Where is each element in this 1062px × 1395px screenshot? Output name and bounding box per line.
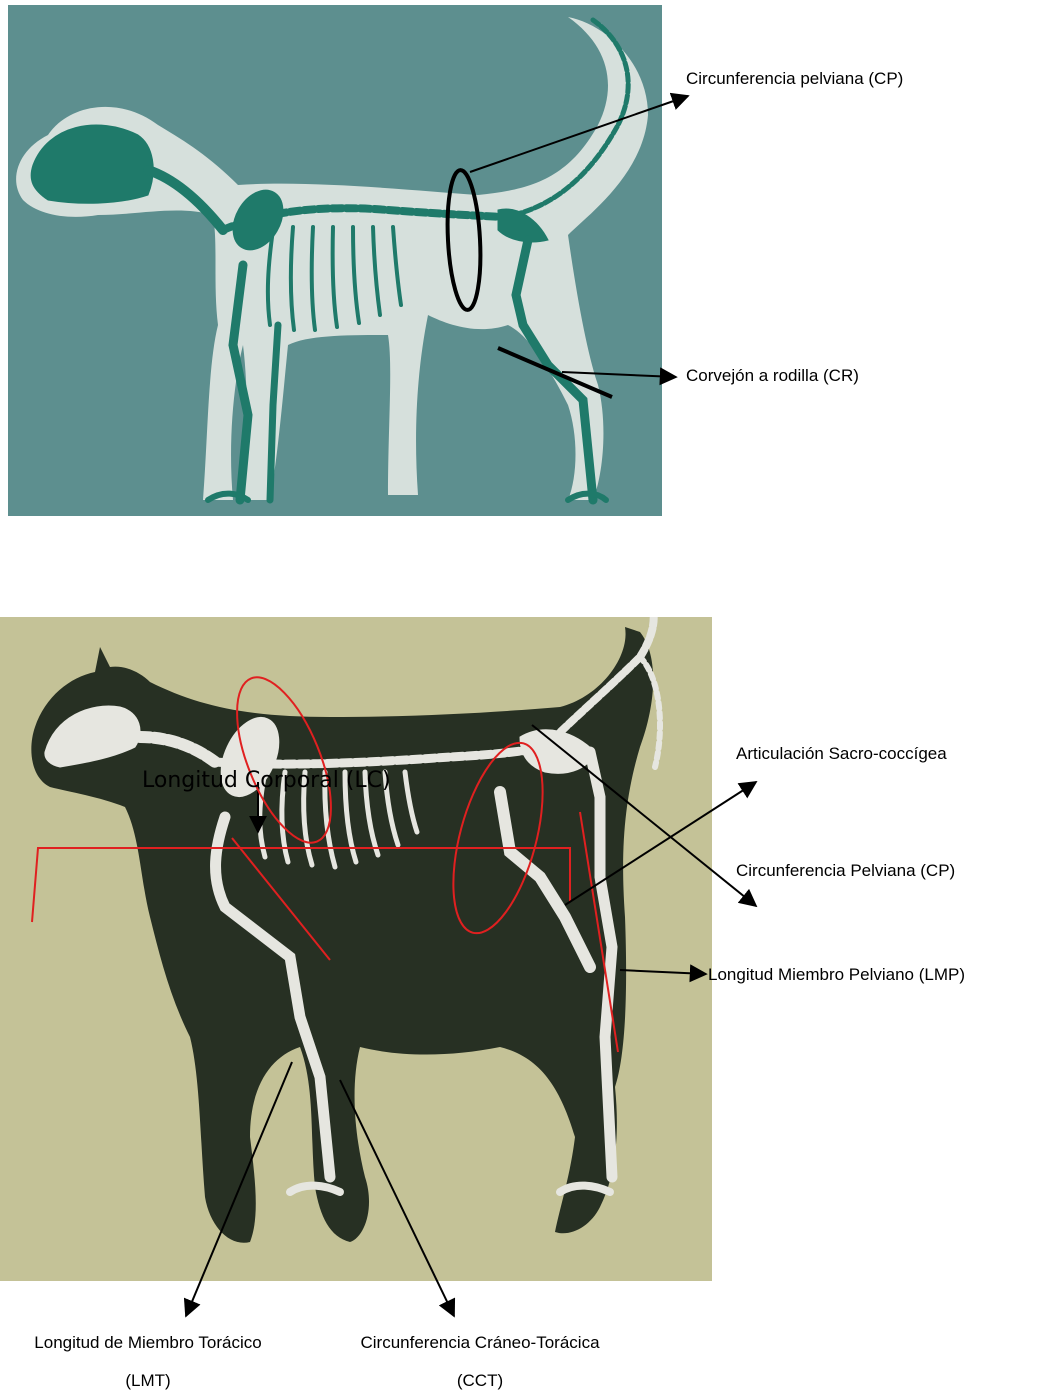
cat-cct-label-line1: Circunferencia Cráneo-Torácica xyxy=(360,1334,599,1351)
cat-cct-label-line2: (CCT) xyxy=(457,1372,503,1389)
cat-lmt-label-line2: (LMT) xyxy=(125,1372,170,1389)
dog-skeleton-figure xyxy=(8,5,662,516)
dog-cp-label: Circunferencia pelviana (CP) xyxy=(686,70,903,87)
cat-lmt-label-line1: Longitud de Miembro Torácico xyxy=(34,1334,261,1351)
dog-skeleton-illustration xyxy=(8,5,662,516)
dog-cr-label: Corvejón a rodilla (CR) xyxy=(686,367,859,384)
cat-skeleton-figure xyxy=(0,617,712,1281)
cat-lc-label: Longitud Corporal (LC) xyxy=(142,770,391,792)
cat-sacro-label: Articulación Sacro-coccígea xyxy=(736,745,947,762)
cat-cp-label: Circunferencia Pelviana (CP) xyxy=(736,862,955,879)
cat-lmp-label: Longitud Miembro Pelviano (LMP) xyxy=(708,966,965,983)
cat-skeleton-illustration xyxy=(0,617,712,1281)
